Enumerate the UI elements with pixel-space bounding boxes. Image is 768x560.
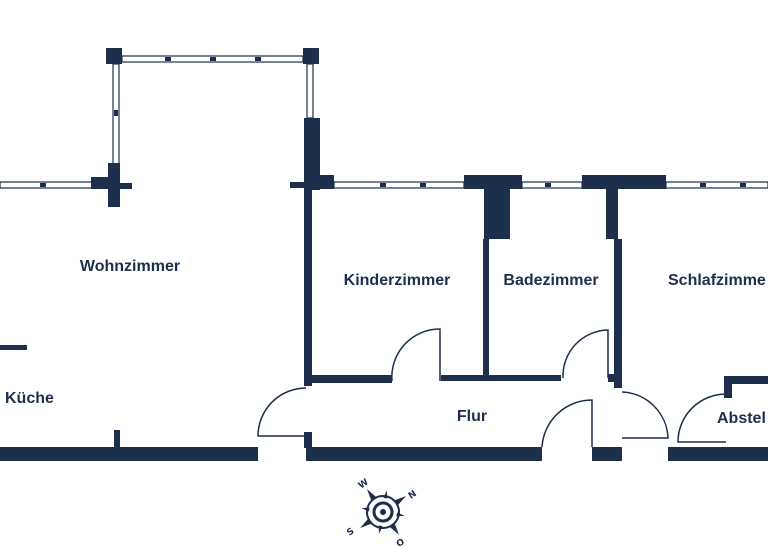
wall-bottom-3	[592, 447, 622, 461]
wall-junction-left-stub	[108, 163, 120, 207]
wall-junction-left-tab	[117, 183, 132, 189]
room-label-kueche: Küche	[5, 390, 54, 407]
bay-post-left	[106, 48, 122, 64]
wall-storage-top	[724, 376, 768, 384]
door-kids	[391, 328, 441, 382]
wall-kids-bath	[483, 239, 489, 375]
wall-bath-pillar	[484, 189, 510, 239]
room-label-wohnzimmer: Wohnzimmer	[80, 258, 180, 275]
compass-rose	[360, 489, 406, 535]
window-bed	[665, 181, 768, 189]
wall-hall-top-3	[608, 374, 616, 382]
wall-living-right	[304, 189, 312, 386]
door-bath	[562, 329, 609, 379]
window-left	[0, 181, 93, 189]
wall-bottom-1	[0, 447, 258, 461]
wall-top-block	[320, 175, 334, 189]
compass-letter-o: O	[395, 537, 407, 550]
door-hall-left	[257, 387, 307, 437]
wall-hall-top-1	[310, 375, 392, 383]
door-bedroom	[621, 391, 669, 439]
room-label-badezimmer: Badezimmer	[503, 272, 598, 289]
window-bay-right	[306, 63, 314, 119]
window-bay-top	[121, 55, 304, 63]
compass-letter-s: S	[345, 526, 356, 538]
wall-bath-block	[464, 175, 522, 189]
room-label-schlafzimmer: Schlafzimme	[668, 272, 766, 289]
door-storage	[677, 393, 727, 443]
wall-bath-bed	[614, 239, 622, 388]
wall-bottom-stub	[114, 430, 120, 448]
room-label-kinderzimmer: Kinderzimmer	[344, 272, 451, 289]
wall-hall-top-2	[441, 375, 561, 381]
compass-letter-n: N	[407, 489, 419, 502]
compass-letter-w: W	[357, 477, 371, 491]
wall-bed-pillar	[606, 189, 618, 239]
wall-bed-block	[582, 175, 666, 189]
door-entrance	[541, 399, 593, 448]
wall-bottom-2	[306, 447, 542, 461]
window-bath	[521, 181, 583, 189]
wall-storage-side	[724, 376, 732, 398]
wall-bottom-4	[668, 447, 768, 461]
wall-pillar	[304, 118, 320, 190]
window-kids	[333, 181, 465, 189]
wall-top-stub	[290, 182, 304, 188]
room-label-flur: Flur	[457, 408, 487, 425]
window-bay-left	[112, 63, 120, 165]
room-label-abstell: Abstel	[717, 410, 766, 427]
bay-post-right	[303, 48, 319, 64]
wall-door-stub	[304, 432, 312, 448]
wall-kitchen-stub	[0, 345, 27, 350]
